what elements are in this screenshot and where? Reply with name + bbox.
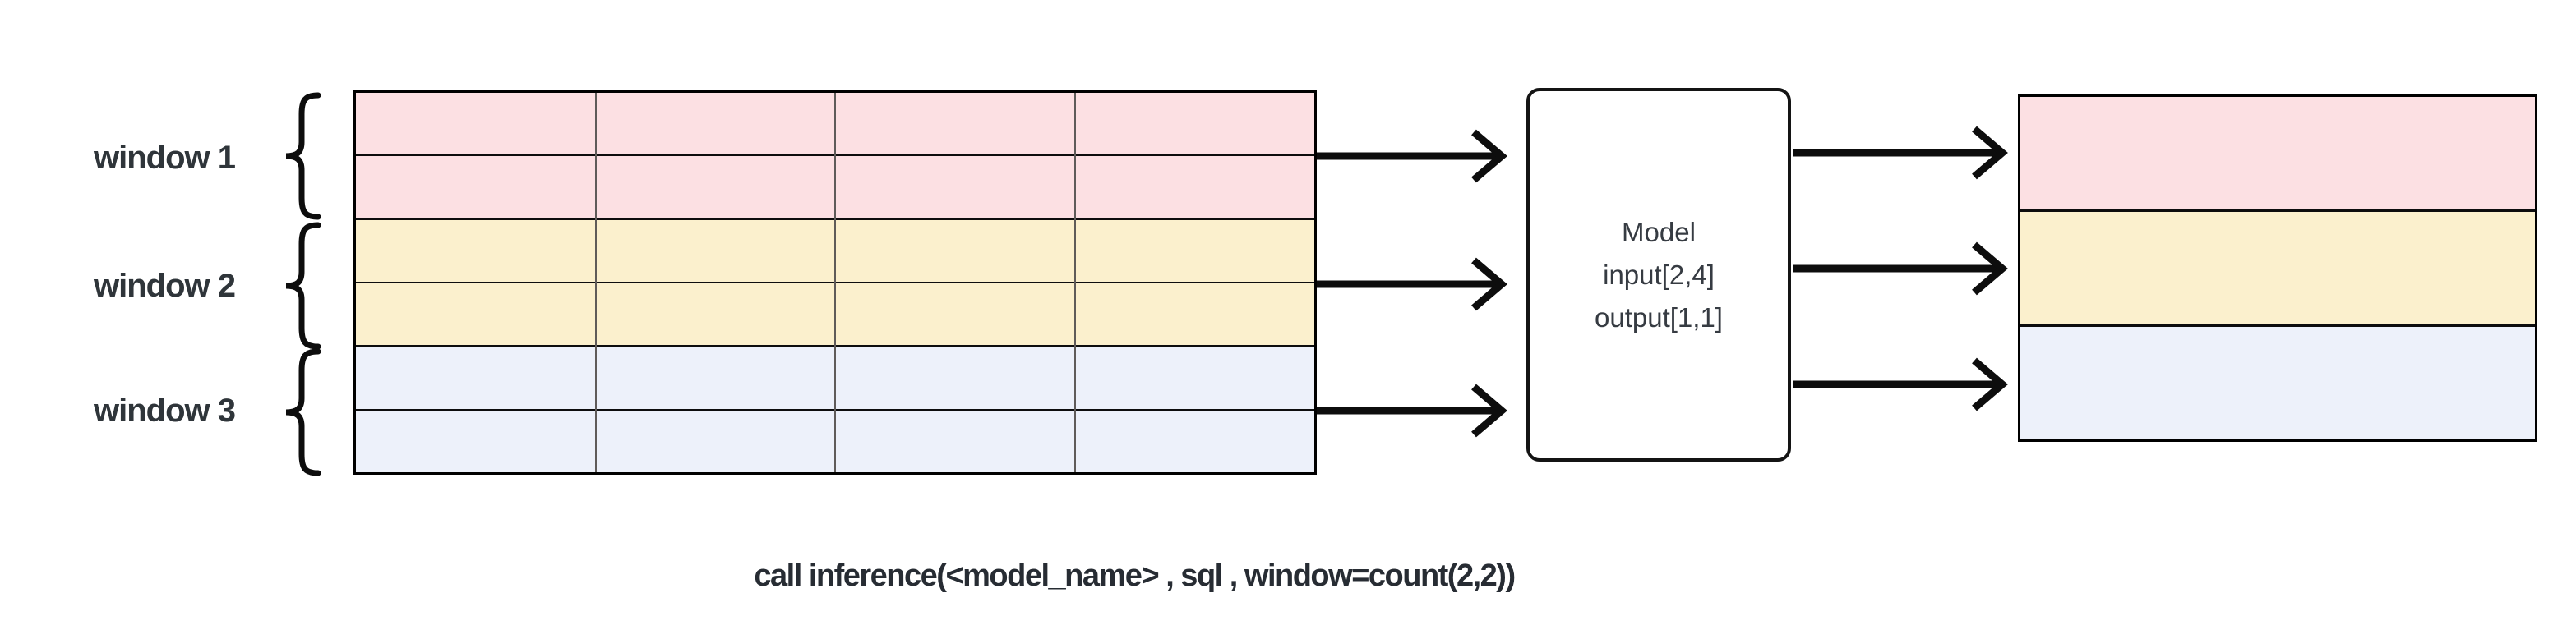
- model-box-output-shape: output[1,1]: [1595, 301, 1723, 333]
- window-1-label: window 1: [94, 139, 236, 176]
- output-table: [2018, 94, 2537, 442]
- model-box-title: Model: [1622, 216, 1696, 247]
- column-divider: [834, 93, 836, 472]
- output-arrow-icon: [1793, 126, 2008, 180]
- window-2-label: window 2: [94, 267, 236, 304]
- column-divider: [594, 93, 597, 472]
- input-arrow-icon: [1317, 257, 1507, 311]
- output-arrow-icon: [1793, 357, 2008, 411]
- input-arrow-icon: [1317, 129, 1507, 183]
- column-divider: [1073, 93, 1076, 472]
- model-box: Model input[2,4] output[1,1]: [1526, 88, 1791, 462]
- output-table-row: [2020, 324, 2535, 439]
- input-arrow-icon: [1317, 384, 1507, 438]
- output-table-row: [2020, 209, 2535, 324]
- output-arrow-icon: [1793, 241, 2008, 296]
- window-3-label: window 3: [94, 392, 236, 429]
- model-box-input-shape: input[2,4]: [1603, 259, 1715, 290]
- output-table-row: [2020, 97, 2535, 209]
- window-1-brace-icon: [285, 92, 321, 220]
- source-table: [353, 90, 1317, 475]
- inference-call-caption: call inference(<model_name> , sql , wind…: [754, 559, 1516, 593]
- window-3-brace-icon: [285, 348, 321, 476]
- window-2-brace-icon: [285, 222, 321, 350]
